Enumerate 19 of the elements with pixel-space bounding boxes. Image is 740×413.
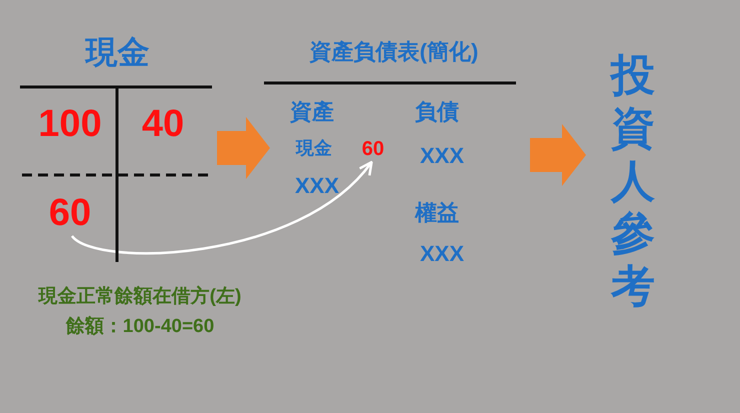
heading: 現金 bbox=[84, 36, 150, 68]
amount-text: 60 bbox=[360, 139, 386, 159]
placeholder-amount: XXX bbox=[295, 175, 340, 197]
note-text: 現金正常餘額在借方(左) bbox=[37, 287, 242, 306]
amount-text: 60 bbox=[48, 194, 92, 232]
block-arrow bbox=[530, 124, 586, 186]
column-heading: 負債 bbox=[415, 101, 459, 123]
placeholder-amount: XXX bbox=[420, 145, 464, 167]
note-text: 餘額：100-40=60 bbox=[64, 317, 216, 336]
block-arrow bbox=[217, 117, 270, 179]
column-heading: 權益 bbox=[415, 202, 459, 224]
account-label: 現金 bbox=[296, 139, 332, 157]
amount-text: 100 bbox=[37, 105, 103, 143]
heading: 資產負債表(簡化) bbox=[308, 41, 480, 63]
placeholder-amount: XXX bbox=[420, 243, 464, 265]
column-heading: 資產 bbox=[290, 101, 334, 123]
amount-text: 40 bbox=[140, 105, 186, 143]
curved-arrow bbox=[71, 161, 373, 255]
vertical-heading-text: 投資人參考 bbox=[611, 50, 655, 314]
